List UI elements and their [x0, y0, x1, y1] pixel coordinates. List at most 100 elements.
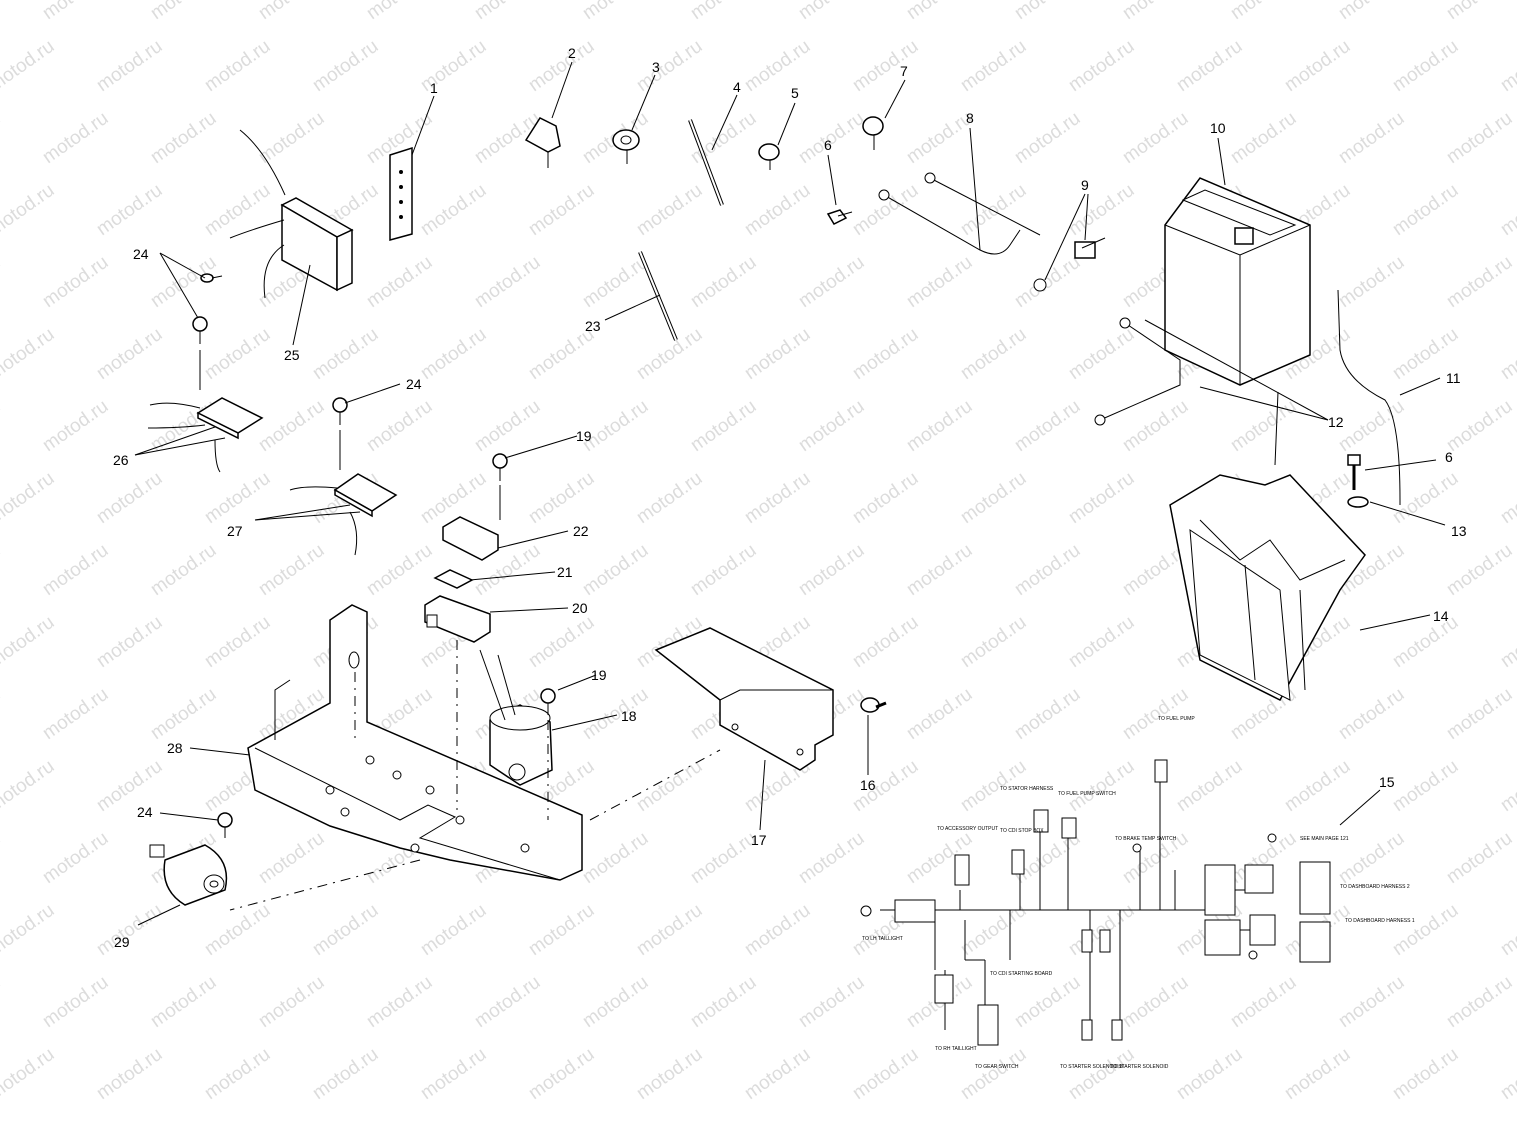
- watermark-text: motod.ru: [1119, 684, 1192, 744]
- callout-19: 19: [591, 667, 607, 683]
- callout-22: 22: [573, 523, 589, 539]
- watermark-text: motod.ru: [525, 468, 598, 528]
- part-19-screw-top: [492, 453, 508, 481]
- watermark-text: motod.ru: [1335, 108, 1408, 168]
- watermark-text: motod.ru: [1389, 756, 1462, 816]
- callout-5: 5: [791, 85, 799, 101]
- watermark-text: motod.ru: [1443, 828, 1516, 888]
- part-6-bolt-right: [1347, 454, 1361, 490]
- watermark-text: motod.ru: [795, 396, 868, 456]
- watermark-text: motod.ru: [741, 180, 814, 240]
- callout-18: 18: [621, 708, 637, 724]
- watermark-text: motod.ru: [1497, 468, 1517, 528]
- watermark-text: motod.ru: [795, 252, 868, 312]
- watermark-text: motod.ru: [1119, 108, 1192, 168]
- watermark-text: motod.ru: [579, 972, 652, 1032]
- watermark-text: motod.ru: [0, 540, 4, 600]
- watermark-text: motod.ru: [1443, 396, 1516, 456]
- watermark-text: motod.ru: [309, 900, 382, 960]
- watermark-text: motod.ru: [0, 1044, 58, 1104]
- watermark-text: motod.ru: [471, 0, 544, 24]
- watermark-text: motod.ru: [525, 180, 598, 240]
- watermark-text: motod.ru: [147, 684, 220, 744]
- watermark-text: motod.ru: [903, 396, 976, 456]
- callout-24-c: 24: [137, 804, 153, 820]
- watermark-text: motod.ru: [201, 1044, 274, 1104]
- part-3-clip: [612, 129, 640, 164]
- watermark-text: motod.ru: [1011, 684, 1084, 744]
- watermark-text: motod.ru: [741, 468, 814, 528]
- watermark-text: motod.ru: [1119, 396, 1192, 456]
- part-18-solenoid: [479, 649, 553, 786]
- watermark-text: motod.ru: [255, 0, 328, 24]
- watermark-text: motod.ru: [0, 900, 58, 960]
- watermark-text: motod.ru: [201, 612, 274, 672]
- watermark-text: motod.ru: [957, 468, 1030, 528]
- watermark-text: motod.ru: [255, 540, 328, 600]
- watermark-text: motod.ru: [471, 252, 544, 312]
- callout-15: 15: [1379, 774, 1395, 790]
- label-cdi-stop: TO CDI STOP BOX: [1000, 828, 1044, 834]
- callout-24-a: 24: [133, 246, 149, 262]
- watermark-text: motod.ru: [1119, 0, 1192, 24]
- part-12-cable: [1094, 317, 1181, 426]
- watermark-text: motod.ru: [1065, 1044, 1138, 1104]
- watermark-text: motod.ru: [471, 396, 544, 456]
- watermark-text: motod.ru: [525, 612, 598, 672]
- watermark-text: motod.ru: [1497, 1044, 1517, 1104]
- callout-3: 3: [652, 59, 660, 75]
- watermark-text: motod.ru: [687, 972, 760, 1032]
- part-26-relay: [147, 397, 264, 473]
- part-5-clip: [758, 143, 780, 170]
- label-stator: TO STATOR HARNESS: [1000, 786, 1054, 792]
- watermark-text: motod.ru: [1227, 396, 1300, 456]
- watermark-text: motod.ru: [579, 0, 652, 24]
- part-10-battery: [1164, 177, 1311, 386]
- watermark-text: motod.ru: [1443, 972, 1516, 1032]
- watermark-text: motod.ru: [201, 324, 274, 384]
- callout-21: 21: [557, 564, 573, 580]
- watermark-text: motod.ru: [201, 36, 274, 96]
- watermark-text: motod.ru: [579, 540, 652, 600]
- callout-14: 14: [1433, 608, 1449, 624]
- watermark-text: motod.ru: [795, 972, 868, 1032]
- watermark-text: motod.ru: [1173, 1044, 1246, 1104]
- watermark-text: motod.ru: [93, 324, 166, 384]
- callout-20: 20: [572, 600, 588, 616]
- watermark-text: motod.ru: [741, 1044, 814, 1104]
- callout-2: 2: [568, 45, 576, 61]
- watermark-text: motod.ru: [687, 252, 760, 312]
- watermark-text: motod.ru: [849, 468, 922, 528]
- callout-9: 9: [1081, 177, 1089, 193]
- watermark-text: motod.ru: [1389, 612, 1462, 672]
- part-9-nut: [1033, 241, 1096, 292]
- part-8-cable: [878, 172, 1041, 255]
- part-29-capacitor: [149, 844, 228, 906]
- watermark-text: motod.ru: [417, 180, 490, 240]
- callout-26: 26: [113, 452, 129, 468]
- watermark-text: motod.ru: [363, 972, 436, 1032]
- callout-4: 4: [733, 79, 741, 95]
- label-starter-solenoid-b: TO STARTER SOLENOID B: [1060, 1064, 1124, 1070]
- watermark-text: motod.ru: [633, 900, 706, 960]
- watermark-text: motod.ru: [0, 612, 58, 672]
- watermark-text: motod.ru: [1065, 756, 1138, 816]
- part-20-module: [424, 595, 491, 643]
- watermark-text: motod.ru: [687, 396, 760, 456]
- callout-25: 25: [284, 347, 300, 363]
- watermark-text: motod.ru: [903, 684, 976, 744]
- watermark-text: motod.ru: [1389, 1044, 1462, 1104]
- callout-28: 28: [167, 740, 183, 756]
- part-1-plate: [389, 146, 413, 241]
- watermark-text: motod.ru: [93, 756, 166, 816]
- label-cdi-starting: TO CDI STARTING BOARD: [990, 971, 1053, 977]
- watermark-text: motod.ru: [255, 972, 328, 1032]
- watermark-text: motod.ru: [1011, 540, 1084, 600]
- watermark-text: motod.ru: [525, 1044, 598, 1104]
- part-21-pad: [433, 569, 474, 589]
- label-starter-solenoid: TO STARTER SOLENOID: [1110, 1064, 1169, 1070]
- watermark-text: motod.ru: [1497, 180, 1517, 240]
- callout-8: 8: [966, 110, 974, 126]
- watermark-text: motod.ru: [633, 324, 706, 384]
- label-fuel-pump: TO FUEL PUMP: [1158, 716, 1195, 722]
